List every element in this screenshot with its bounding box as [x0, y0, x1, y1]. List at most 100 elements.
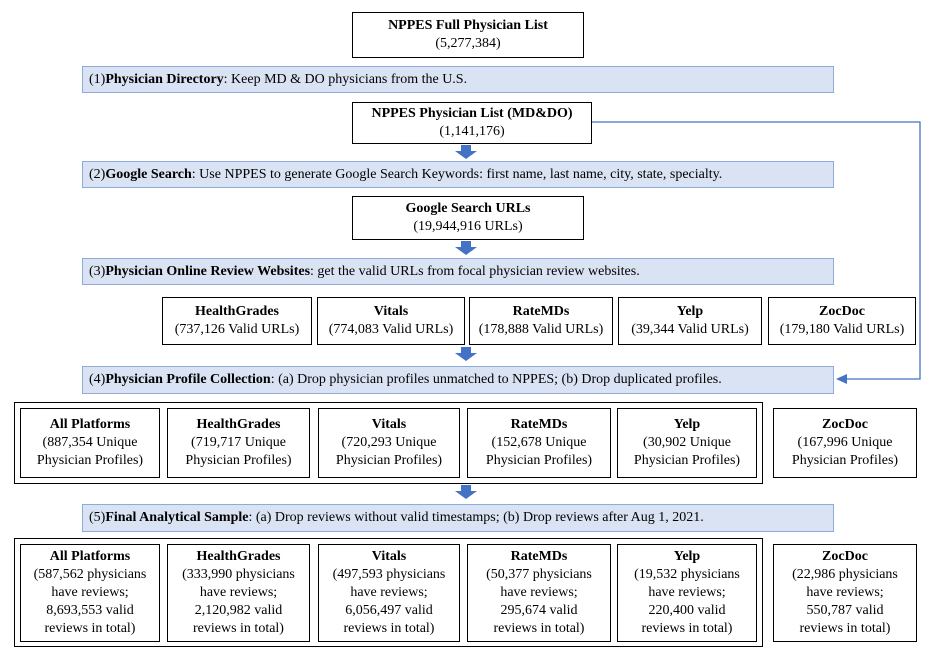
step-desc: : Keep MD & DO physicians from the U.S.	[223, 71, 468, 87]
sample-name: All Platforms	[49, 549, 131, 564]
profile-line: (30,902 Unique	[643, 435, 731, 450]
site-name: HealthGrades	[195, 304, 279, 319]
sample-box-ratemds: RateMDs (50,377 physicians have reviews;…	[467, 544, 611, 642]
profile-line: Physician Profiles)	[185, 453, 292, 468]
sample-line: 220,400 valid	[648, 603, 726, 618]
sample-line: have reviews;	[350, 585, 428, 600]
site-box-zocdoc: ZocDoc (179,180 Valid URLs)	[768, 297, 916, 345]
profile-line: Physician Profiles)	[36, 453, 144, 468]
sample-line: reviews in total)	[799, 621, 891, 636]
profile-line: Physician Profiles)	[485, 453, 593, 468]
profile-line: (167,996 Unique	[797, 435, 893, 450]
sample-line: 295,674 valid	[500, 603, 578, 618]
profile-box-healthgrades: HealthGrades (719,717 Unique Physician P…	[167, 408, 310, 478]
step-desc: : (a) Drop reviews without valid timesta…	[248, 510, 704, 525]
step-desc: : (a) Drop physician profiles unmatched …	[270, 372, 722, 387]
sample-line: (497,593 physicians	[332, 567, 446, 582]
sample-name: RateMDs	[510, 549, 568, 564]
sample-box-all-platforms: All Platforms (587,562 physicians have r…	[20, 544, 160, 642]
step-name: Final Analytical Sample	[105, 510, 249, 525]
connector-arrowhead	[836, 374, 847, 384]
sample-line: reviews in total)	[493, 621, 585, 636]
nppes-full-list-box: NPPES Full Physician List (5,277,384)	[352, 12, 584, 58]
sample-line: reviews in total)	[44, 621, 136, 636]
profile-box-vitals: Vitals (720,293 Unique Physician Profile…	[318, 408, 460, 478]
step-name: Physician Online Review Websites	[105, 263, 311, 279]
sample-line: (587,562 physicians	[33, 567, 147, 582]
sample-name: Vitals	[371, 549, 407, 564]
sample-line: 550,787 valid	[806, 603, 884, 618]
google-search-urls-box: Google Search URLs (19,944,916 URLs)	[352, 196, 584, 240]
sample-line: reviews in total)	[343, 621, 435, 636]
site-value: (39,344 Valid URLs)	[631, 322, 749, 337]
step-desc: : get the valid URLs from focal physicia…	[310, 263, 640, 279]
box-count: (1,141,176)	[439, 124, 505, 139]
sample-box-zocdoc: ZocDoc (22,986 physicians have reviews; …	[773, 544, 917, 642]
profile-name: Vitals	[371, 417, 407, 432]
box-count: (19,944,916 URLs)	[413, 219, 523, 234]
site-value: (737,126 Valid URLs)	[174, 322, 300, 337]
sample-line: 2,120,982 valid	[194, 603, 283, 618]
step-5-final-sample: (5) Final Analytical Sample: (a) Drop re…	[82, 504, 834, 532]
sample-line: (22,986 physicians	[792, 567, 898, 582]
profiles-group-outline	[14, 402, 763, 484]
profile-line: Physician Profiles)	[633, 453, 741, 468]
sample-line: have reviews;	[51, 585, 129, 600]
profile-name: All Platforms	[49, 417, 131, 432]
profile-line: Physician Profiles)	[335, 453, 443, 468]
nppes-mddo-list-box: NPPES Physician List (MD&DO) (1,141,176)	[352, 102, 592, 144]
profile-name: HealthGrades	[196, 417, 281, 432]
step-number: (4)	[89, 372, 106, 387]
profile-line: (152,678 Unique	[491, 435, 587, 450]
profile-box-ratemds: RateMDs (152,678 Unique Physician Profil…	[467, 408, 611, 478]
sample-box-yelp: Yelp (19,532 physicians have reviews; 22…	[617, 544, 757, 642]
sample-line: (19,532 physicians	[634, 567, 740, 582]
step-3-review-websites: (3) Physician Online Review Websites: ge…	[82, 258, 834, 285]
step-4-profile-collection: (4) Physician Profile Collection: (a) Dr…	[82, 366, 834, 394]
sample-line: reviews in total)	[193, 621, 284, 636]
sample-line: have reviews;	[648, 585, 726, 600]
profile-name: RateMDs	[510, 417, 568, 432]
sample-line: have reviews;	[199, 585, 278, 600]
step-number: (5)	[89, 510, 106, 525]
profile-line: Physician Profiles)	[791, 453, 899, 468]
sample-line: have reviews;	[500, 585, 578, 600]
sample-box-healthgrades: HealthGrades (333,990 physicians have re…	[167, 544, 310, 642]
step-1-physician-directory: (1) Physician Directory: Keep MD & DO ph…	[82, 66, 834, 93]
step-name: Google Search	[105, 166, 192, 182]
profile-line: (720,293 Unique	[341, 435, 437, 450]
profile-line: (719,717 Unique	[191, 435, 286, 450]
site-box-yelp: Yelp (39,344 Valid URLs)	[618, 297, 762, 345]
sample-line: 6,056,497 valid	[345, 603, 433, 618]
sample-box-vitals: Vitals (497,593 physicians have reviews;…	[318, 544, 460, 642]
profile-box-all-platforms: All Platforms (887,354 Unique Physician …	[20, 408, 160, 478]
sample-name: ZocDoc	[822, 549, 868, 564]
site-name: Vitals	[373, 304, 409, 319]
profile-name: ZocDoc	[822, 417, 868, 432]
profile-line: (887,354 Unique	[42, 435, 138, 450]
profile-box-yelp: Yelp (30,902 Unique Physician Profiles)	[617, 408, 757, 478]
sample-line: (333,990 physicians	[182, 567, 295, 582]
step-2-google-search: (2) Google Search: Use NPPES to generate…	[82, 161, 834, 188]
site-value: (774,083 Valid URLs)	[328, 322, 454, 337]
profile-name: Yelp	[673, 417, 701, 432]
sample-line: have reviews;	[806, 585, 884, 600]
step-desc: : Use NPPES to generate Google Search Ke…	[191, 166, 723, 182]
sample-name: HealthGrades	[196, 549, 281, 564]
samples-group-outline	[14, 538, 763, 647]
step-number: (1)	[89, 71, 106, 87]
site-box-vitals: Vitals (774,083 Valid URLs)	[317, 297, 465, 345]
site-value: (179,180 Valid URLs)	[779, 322, 905, 337]
connector-line	[592, 121, 921, 380]
site-box-ratemds: RateMDs (178,888 Valid URLs)	[469, 297, 613, 345]
step-name: Physician Profile Collection	[105, 372, 271, 387]
box-title: Google Search URLs	[405, 201, 531, 216]
box-title: NPPES Full Physician List	[388, 18, 548, 33]
sample-line: 8,693,553 valid	[46, 603, 134, 618]
site-name: RateMDs	[512, 304, 570, 319]
profile-box-zocdoc: ZocDoc (167,996 Unique Physician Profile…	[773, 408, 917, 478]
site-name: ZocDoc	[819, 304, 865, 319]
sample-name: Yelp	[673, 549, 701, 564]
step-name: Physician Directory	[105, 71, 224, 87]
